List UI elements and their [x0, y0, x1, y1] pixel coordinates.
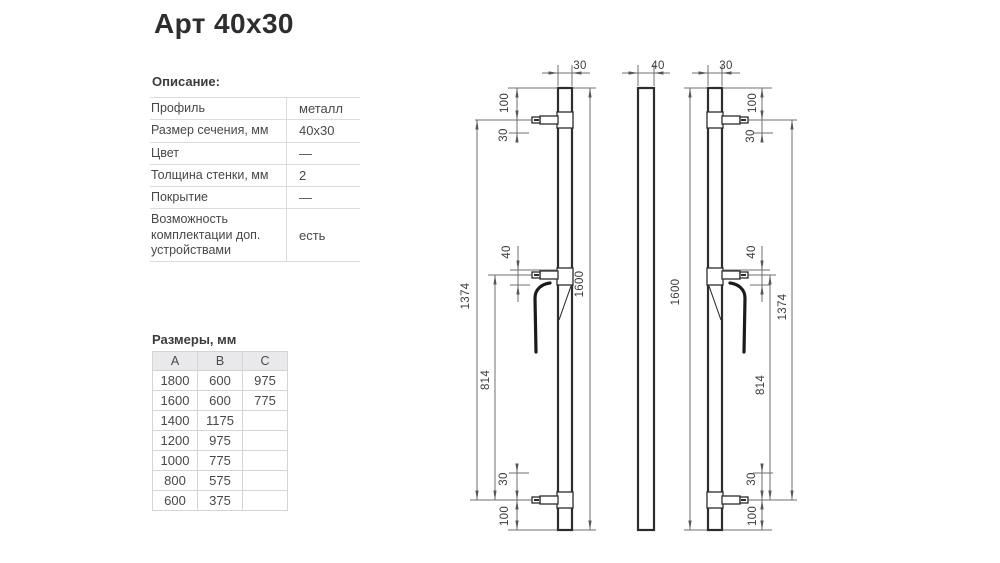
spec-value: металл — [299, 101, 343, 117]
dim-30-top-right: 30 — [745, 129, 757, 142]
table-row: Покрытие — — [150, 187, 360, 210]
mount-bracket-bottom-left — [531, 491, 574, 509]
dim-814-left: 814 — [480, 370, 492, 390]
mount-bracket-top-left — [531, 111, 574, 129]
dim-depth-left: 30 — [573, 60, 586, 72]
spec-value: есть — [299, 227, 326, 243]
mount-bracket-bottom-right — [706, 491, 749, 509]
hook-strut-left — [558, 285, 572, 321]
sizes-table: A B C 1800 600 975 1600 600 775 1400 117… — [152, 351, 288, 511]
spec-value: 2 — [299, 167, 307, 183]
size-cell: 975 — [197, 430, 243, 451]
dim-40-mid-left: 40 — [501, 245, 513, 258]
size-cell: 600 — [197, 370, 243, 391]
column-header: C — [242, 351, 288, 371]
table-row: 1200 975 — [152, 430, 288, 451]
size-cell: 600 — [197, 390, 243, 411]
dim-30-top-left: 30 — [498, 128, 510, 141]
table-row: Размер сечения, мм 40x30 — [150, 120, 360, 143]
size-cell — [242, 410, 288, 431]
column-header: A — [152, 351, 198, 371]
dim-1600-right: 1600 — [670, 279, 682, 306]
column-header: B — [197, 351, 243, 371]
profile-front — [636, 86, 656, 532]
mount-bracket-top-right — [706, 111, 749, 129]
spec-label: Цвет — [150, 142, 287, 164]
dim-30-bottom-right: 30 — [746, 472, 758, 485]
sizes-header-row: A B C — [152, 351, 288, 371]
mount-bracket-mid-left — [531, 267, 574, 286]
table-row: 1400 1175 — [152, 410, 288, 431]
size-cell: 775 — [197, 450, 243, 471]
page-title: Арт 40x30 — [154, 8, 294, 39]
size-cell: 975 — [242, 370, 288, 391]
table-row: Возможность комплектации доп. устройства… — [150, 209, 360, 262]
spec-label: Толщина стенки, мм — [150, 164, 287, 186]
size-cell: 375 — [197, 490, 243, 511]
dimension-lines-left — [475, 88, 592, 530]
table-row: Профиль металл — [150, 98, 360, 121]
table-row: 1600 600 775 — [152, 390, 288, 411]
table-row: Цвет — — [150, 142, 360, 165]
size-cell: 775 — [242, 390, 288, 411]
dim-100-top-left: 100 — [499, 93, 511, 113]
size-cell — [242, 430, 288, 451]
dim-1374-left: 1374 — [460, 282, 472, 309]
size-cell: 575 — [197, 470, 243, 491]
spec-label: Возможность комплектации доп. устройства… — [150, 209, 287, 261]
dim-depth-right: 30 — [719, 60, 732, 72]
dim-100-bottom-left: 100 — [499, 506, 511, 526]
dim-width-front: 40 — [651, 60, 664, 72]
size-cell — [242, 490, 288, 511]
hook-right — [728, 281, 747, 354]
dimension-labels: 30 40 30 100 30 40 1374 814 30 100 1600 … — [460, 60, 789, 526]
dimension-lines-right — [688, 88, 794, 530]
profile-side-left — [556, 86, 574, 532]
dim-40-mid-right: 40 — [746, 245, 758, 258]
spec-label: Размер сечения, мм — [150, 120, 287, 142]
dim-814-right: 814 — [755, 375, 767, 395]
spec-value: — — [299, 145, 312, 161]
dim-30-bottom-left: 30 — [498, 472, 510, 485]
size-cell: 1175 — [197, 410, 243, 431]
size-cell: 800 — [152, 470, 198, 491]
size-cell: 1800 — [152, 370, 198, 391]
table-row: 1000 775 — [152, 450, 288, 471]
size-cell — [242, 470, 288, 491]
technical-drawing: 30 40 30 100 30 40 1374 814 30 100 1600 … — [460, 60, 797, 532]
table-row: 800 575 — [152, 470, 288, 491]
dim-1374-right: 1374 — [777, 293, 789, 320]
sizes-heading: Размеры, мм — [152, 332, 237, 347]
size-cell: 1600 — [152, 390, 198, 411]
spec-value: — — [299, 190, 312, 206]
hook-left — [533, 281, 552, 354]
table-row: Толщина стенки, мм 2 — [150, 164, 360, 187]
description-table: Профиль металл Размер сечения, мм 40x30 … — [150, 97, 360, 262]
spec-label: Покрытие — [150, 187, 287, 209]
hook-strut-right — [708, 285, 722, 321]
size-cell: 1200 — [152, 430, 198, 451]
dim-100-bottom-right: 100 — [747, 506, 759, 526]
description-heading: Описание: — [152, 74, 220, 89]
size-cell: 1000 — [152, 450, 198, 471]
mount-bracket-mid-right — [706, 267, 749, 286]
size-cell: 1400 — [152, 410, 198, 431]
dim-100-top-right: 100 — [747, 93, 759, 113]
size-cell: 600 — [152, 490, 198, 511]
size-cell — [242, 450, 288, 471]
spec-value: 40x30 — [299, 123, 335, 139]
profile-side-right — [706, 86, 724, 532]
table-row: 1800 600 975 — [152, 370, 288, 391]
spec-label: Профиль — [150, 98, 287, 120]
table-row: 600 375 — [152, 490, 288, 511]
dim-1600-left: 1600 — [574, 271, 586, 298]
